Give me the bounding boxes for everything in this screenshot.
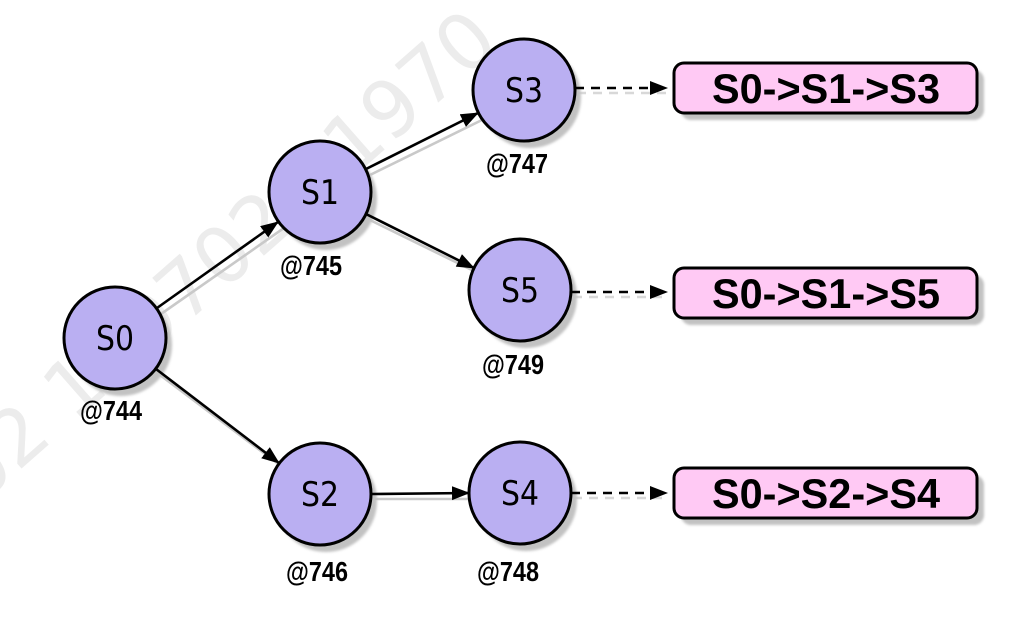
edge-shadow-s0-s1 [160, 226, 285, 316]
node-label-s5: S5 [501, 271, 539, 311]
edge-s1-s3 [365, 111, 479, 171]
state-node-s3: S3 @747 [471, 37, 577, 179]
edge-s0-s2 [155, 367, 280, 465]
result-label-2: S0->S1->S5 [712, 270, 940, 317]
watermark-text: 02 119702 11970 [0, 0, 514, 519]
state-node-s5: S5 @749 [467, 237, 573, 380]
edge-s0-s1 [156, 220, 279, 310]
node-timestamp-s5: @749 [482, 349, 544, 380]
edge-shadow-s1-s5 [369, 218, 481, 276]
result-rect-1 [672, 61, 979, 115]
node-timestamp-s1: @745 [280, 250, 342, 281]
node-timestamp-s3: @747 [486, 148, 548, 179]
state-node-s1: S1 @745 [267, 139, 373, 281]
node-timestamp-s0: @744 [80, 395, 142, 426]
node-circle-s2 [267, 441, 373, 547]
edges [155, 81, 668, 501]
node-timestamp-s2: @746 [286, 556, 348, 587]
node-circle-s1 [267, 139, 373, 245]
result-label-3: S0->S2->S4 [712, 470, 941, 517]
result-rect-3 [672, 466, 979, 520]
edge-shadow-s0-s2 [159, 373, 286, 471]
node-label-s3: S3 [505, 71, 543, 111]
result-box-s0-s1-s5: S0->S1->S5 [672, 266, 979, 320]
result-rect-2 [672, 266, 979, 320]
node-circle-s4 [467, 440, 573, 546]
edge-s1-s5 [365, 212, 475, 270]
node-label-s0: S0 [96, 319, 134, 359]
node-label-s4: S4 [501, 474, 539, 514]
result-label-1: S0->S1->S3 [712, 65, 940, 112]
node-label-s1: S1 [301, 173, 339, 213]
result-box-s0-s1-s3: S0->S1->S3 [672, 61, 979, 115]
node-circle-s3 [471, 37, 577, 143]
edge-shadow-s1-s3 [369, 117, 485, 177]
node-circle-s0 [62, 285, 168, 391]
node-circle-s5 [467, 237, 573, 343]
state-node-s4: S4 @748 [467, 440, 573, 587]
node-label-s2: S2 [301, 475, 339, 515]
state-node-s2: S2 @746 [267, 441, 373, 587]
result-box-s0-s2-s4: S0->S2->S4 [672, 466, 979, 520]
node-timestamp-s4: @748 [477, 556, 539, 587]
state-node-s0: S0 @744 [62, 285, 168, 426]
edge-s2-s4 [370, 486, 470, 501]
